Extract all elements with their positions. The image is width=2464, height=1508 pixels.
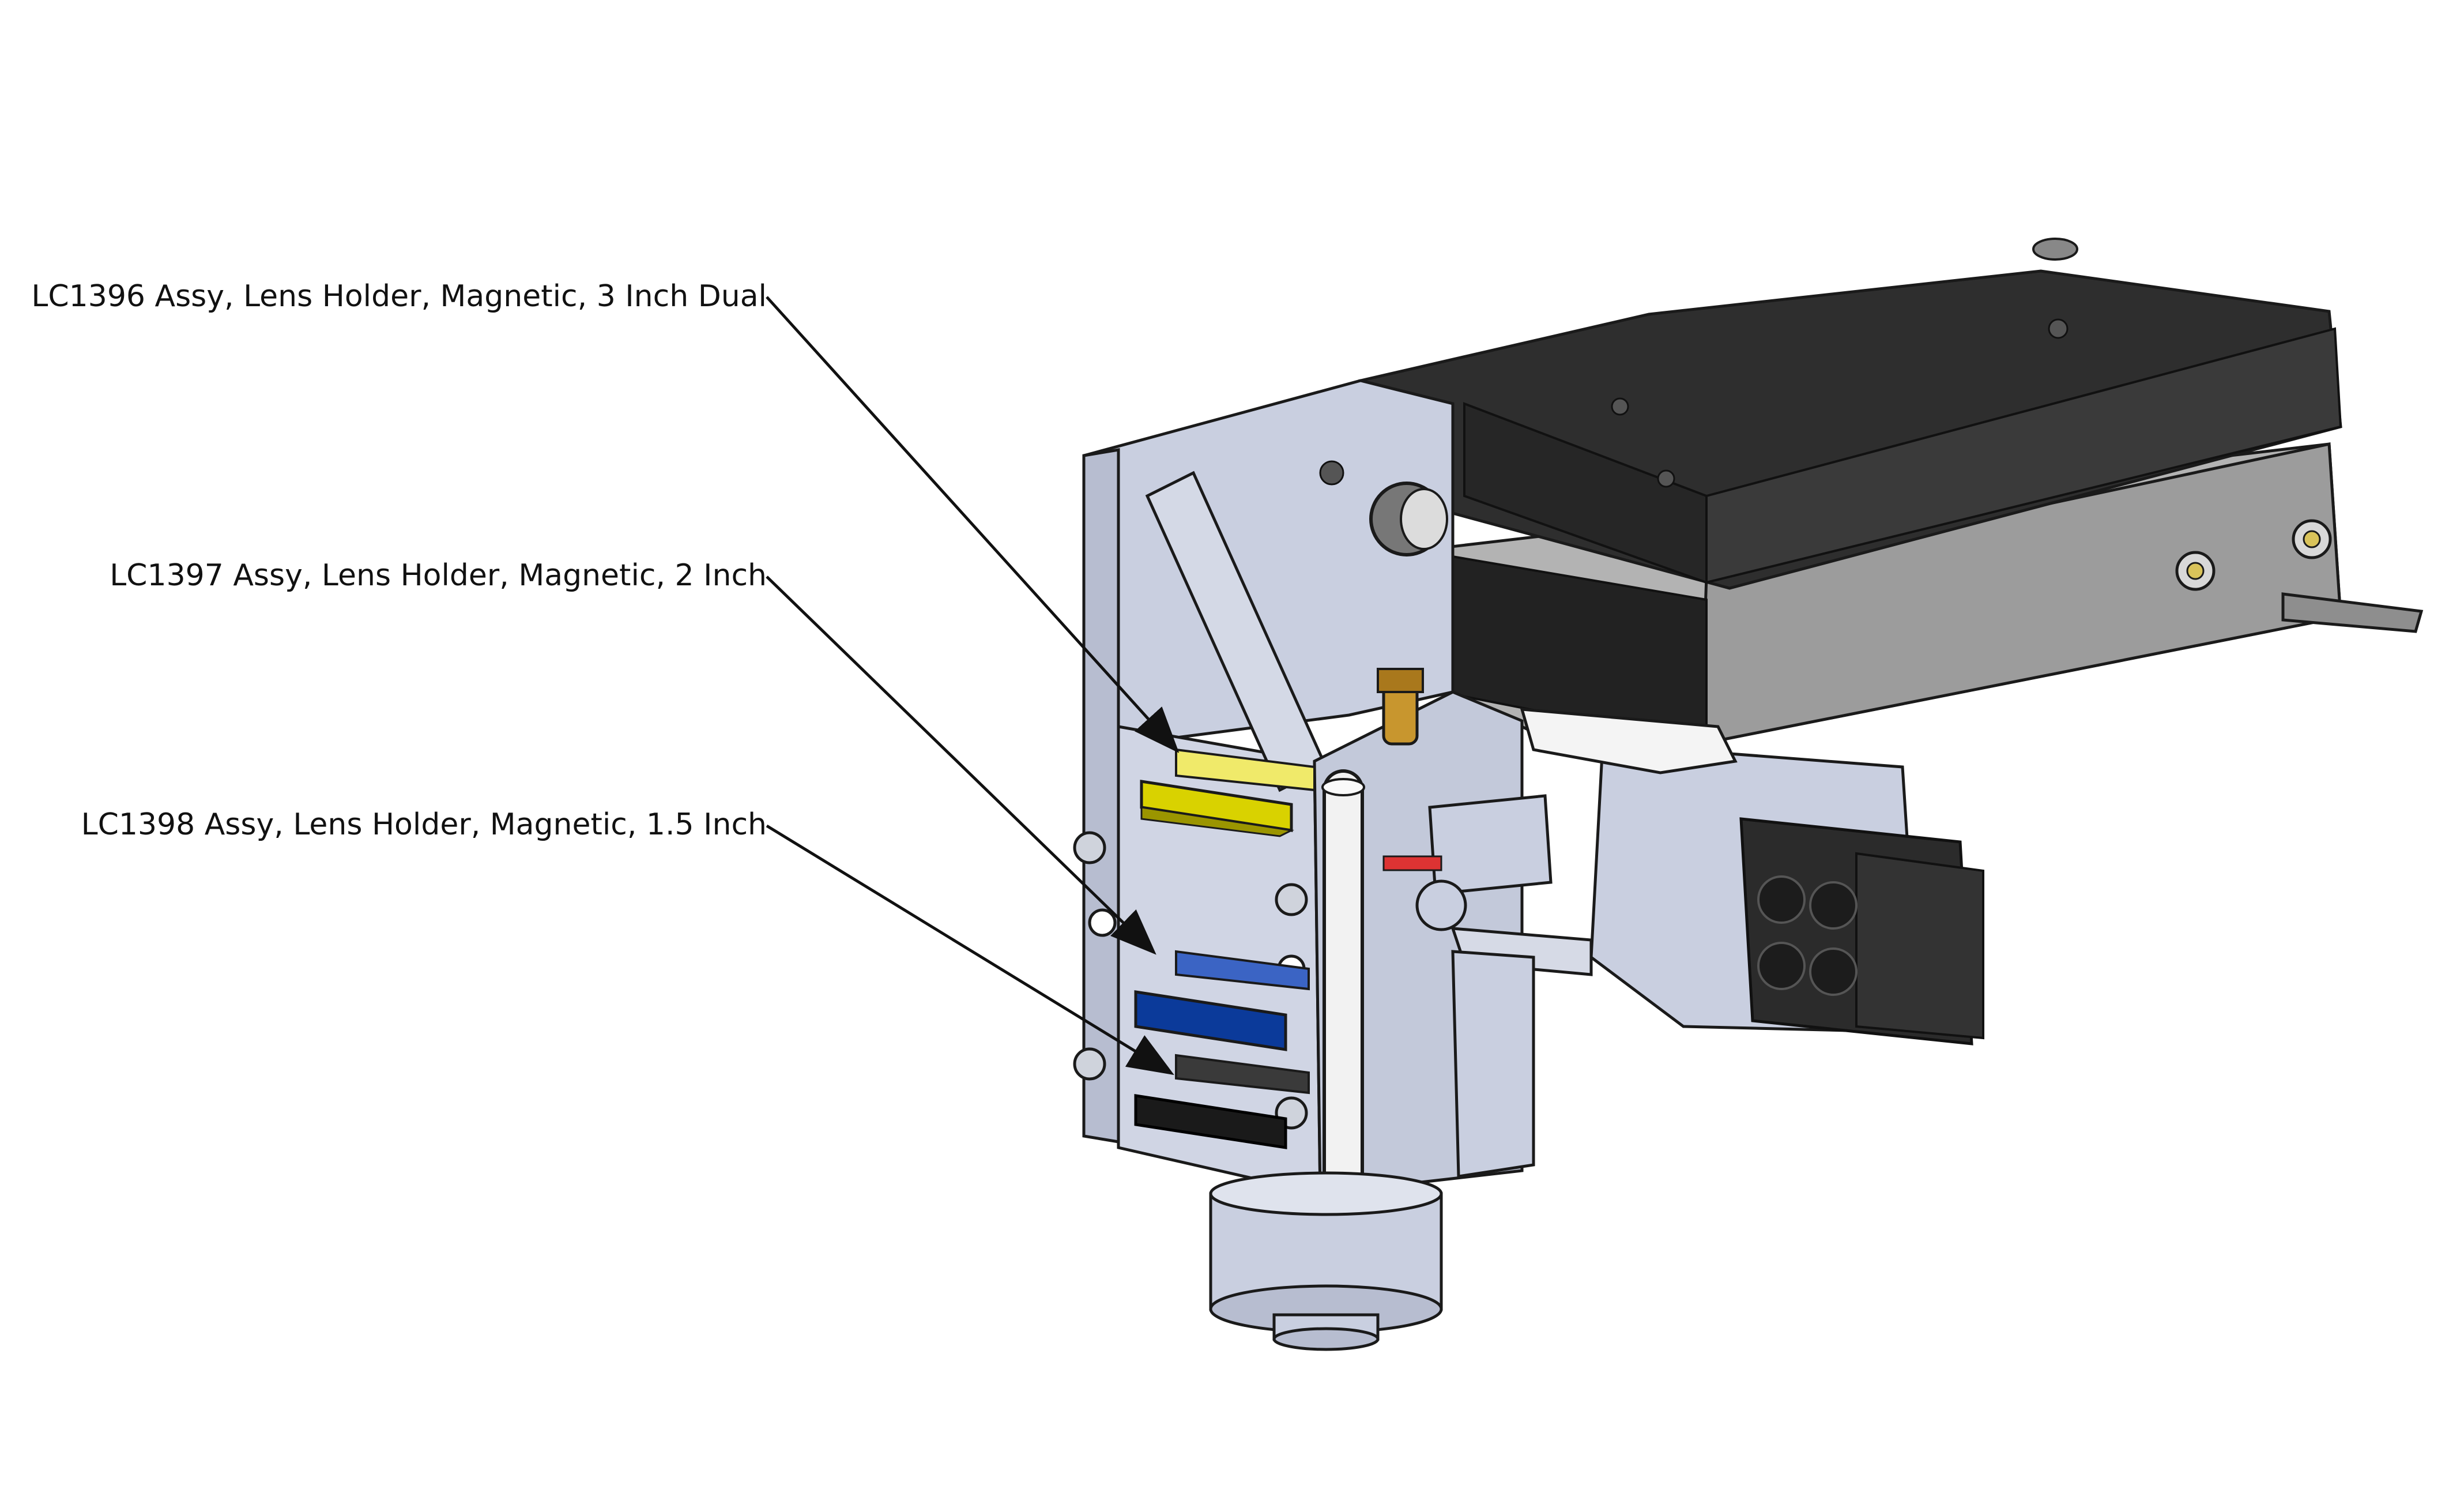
rail-end-tab — [2281, 592, 2424, 633]
connector-block — [1520, 708, 1984, 1046]
lens-holder-black — [1134, 1054, 1310, 1149]
lens-holder-yellow — [1140, 748, 1316, 837]
nozzle-cylinder — [1209, 1171, 1443, 1351]
callout-label-lc1398: LC1398 Assy, Lens Holder, Magnetic, 1.5 … — [81, 807, 767, 842]
rail-screws — [2175, 519, 2332, 591]
callout-label-lc1396: LC1396 Assy, Lens Holder, Magnetic, 3 In… — [31, 279, 767, 314]
leader-line-2 — [766, 576, 1156, 955]
black-module-side — [1705, 327, 2342, 584]
callout-leaders — [766, 296, 1180, 1075]
carriage-module — [1358, 238, 2424, 746]
lens-holder-blue — [1134, 950, 1310, 1051]
callout-label-lc1397: LC1397 Assy, Lens Holder, Magnetic, 2 In… — [110, 558, 767, 593]
leader-line-3 — [766, 824, 1174, 1075]
brass-fitting — [1377, 668, 1424, 746]
leader-line-1 — [766, 296, 1180, 753]
white-bracket — [1520, 708, 1738, 774]
top-knob — [2032, 238, 2078, 261]
limit-switch — [1382, 794, 1593, 1178]
